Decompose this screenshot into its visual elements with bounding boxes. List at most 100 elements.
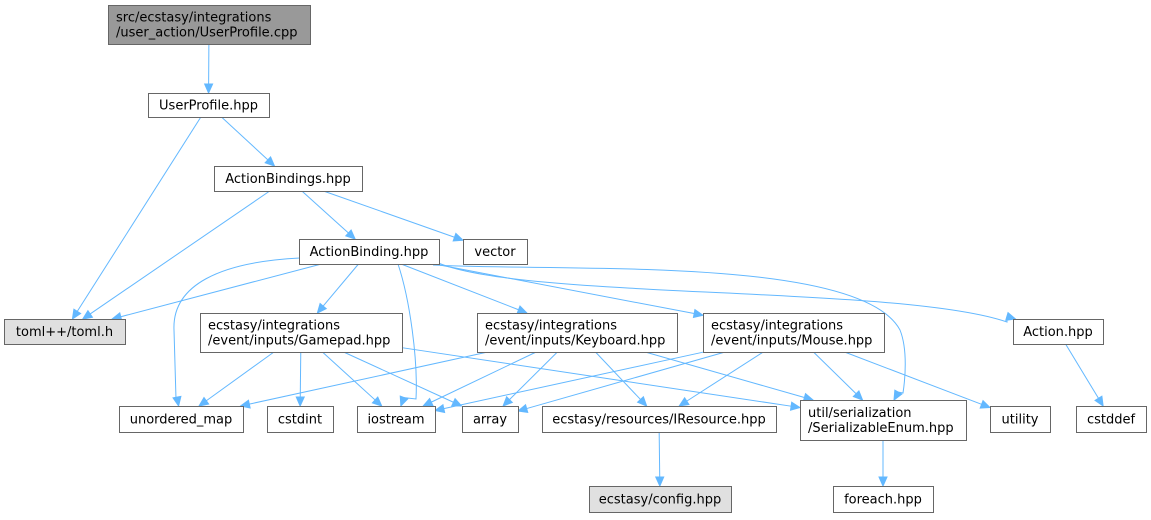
edge-mouse-to-array [516, 351, 726, 414]
edge-mouse-to-utility [844, 351, 992, 409]
node-userprofile[interactable]: UserProfile.hpp [148, 93, 270, 118]
edge-actionbinding-to-serializable [432, 264, 906, 402]
edge-arrowhead [71, 308, 82, 321]
node-label-line: cstddef [1087, 413, 1136, 428]
node-vector[interactable]: vector [463, 239, 528, 265]
node-label-line: foreach.hpp [844, 493, 922, 508]
node-toml[interactable]: toml++/toml.h [4, 319, 126, 345]
node-box[interactable] [833, 486, 934, 513]
edge-line [173, 257, 301, 400]
node-box[interactable] [1076, 406, 1147, 433]
node-iostream[interactable]: iostream [357, 406, 436, 433]
edge-line [249, 351, 488, 405]
edge-gamepad-to-cstdint [295, 351, 306, 408]
node-box[interactable] [462, 406, 519, 433]
edge-iresource-to-config [654, 431, 665, 488]
node-box[interactable] [357, 406, 436, 433]
edge-mouse-to-iresource [678, 351, 764, 407]
node-box[interactable] [542, 406, 777, 433]
node-array[interactable]: array [462, 406, 519, 433]
node-label-line: /event/inputs/Keyboard.hpp [485, 334, 665, 349]
edge-actionbinding-to-action [435, 261, 1017, 323]
node-box[interactable] [589, 486, 732, 513]
node-box[interactable] [108, 5, 311, 45]
edge-line [432, 264, 906, 394]
edge-arrowhead [516, 403, 529, 414]
edge-arrowhead [399, 395, 409, 408]
edge-action-to-cstddef [1065, 343, 1104, 408]
node-box[interactable] [463, 239, 528, 265]
edge-arrowhead [1094, 395, 1104, 408]
edge-arrowhead [1005, 311, 1017, 321]
nodes-layer: src/ecstasy/integrations/user_action/Use… [4, 5, 1147, 513]
edge-line [443, 351, 704, 410]
node-label-line: ecstasy/resources/IResource.hpp [552, 413, 766, 428]
edge-gamepad-to-unordered_map [198, 351, 275, 407]
node-box[interactable] [703, 313, 885, 353]
node-box[interactable] [4, 319, 126, 345]
node-iresource[interactable]: ecstasy/resources/IResource.hpp [542, 406, 777, 433]
node-box[interactable] [119, 406, 244, 433]
edge-arrowhead [654, 476, 665, 488]
edge-actionbinding-to-toml [110, 263, 322, 322]
edge-line [645, 351, 805, 399]
edge-line [397, 263, 417, 400]
node-box[interactable] [1013, 319, 1104, 345]
edge-line [301, 190, 349, 234]
node-serializable[interactable]: util/serialization/SerializableEnum.hpp [800, 400, 967, 441]
node-box[interactable] [299, 239, 440, 265]
node-foreach[interactable]: foreach.hpp [833, 486, 934, 513]
edge-userprofile-to-toml [71, 116, 202, 321]
edge-arrowhead [789, 401, 802, 411]
node-gamepad[interactable]: ecstasy/integrations/event/inputs/Gamepa… [200, 313, 403, 353]
node-root[interactable]: src/ecstasy/integrations/user_action/Use… [108, 5, 311, 45]
node-box[interactable] [200, 313, 403, 353]
node-box[interactable] [477, 313, 678, 353]
node-actionbindings[interactable]: ActionBindings.hpp [214, 166, 363, 192]
edge-arrowhead [422, 397, 434, 407]
node-mouse[interactable]: ecstasy/integrations/event/inputs/Mouse.… [703, 313, 885, 353]
edge-actionbindings-to-vector [323, 190, 465, 242]
node-utility[interactable]: utility [990, 406, 1051, 433]
node-keyboard[interactable]: ecstasy/integrations/event/inputs/Keyboa… [477, 313, 678, 353]
node-box[interactable] [148, 93, 270, 118]
edge-userprofile-to-actionbindings [221, 116, 276, 167]
node-box[interactable] [990, 406, 1051, 433]
edge-serializable-to-foreach [878, 440, 888, 488]
edge-gamepad-to-iostream [322, 351, 383, 407]
edge-line [526, 351, 726, 410]
edge-arrowhead [203, 83, 214, 95]
node-label-line: ecstasy/integrations [208, 319, 340, 334]
node-box[interactable] [214, 166, 363, 192]
node-cstdint[interactable]: cstdint [267, 406, 334, 433]
edge-arrowhead [198, 396, 210, 407]
edge-arrowhead [502, 395, 514, 407]
node-cstddef[interactable]: cstddef [1076, 406, 1147, 433]
node-config[interactable]: ecstasy/config.hpp [589, 486, 732, 513]
edge-arrowhead [636, 395, 648, 407]
node-box[interactable] [800, 400, 967, 441]
edge-arrowhead [433, 403, 446, 414]
node-label-line: /user_action/UserProfile.cpp [116, 26, 297, 41]
edge-line [509, 351, 558, 401]
edge-actionbindings-to-toml [81, 190, 271, 320]
edge-arrowhead [316, 302, 328, 314]
node-label-line: /event/inputs/Gamepad.hpp [208, 334, 390, 349]
edge-line [401, 347, 792, 407]
edge-line [343, 351, 454, 403]
node-label-line: unordered_map [130, 413, 233, 428]
edge-actionbindings-to-actionbinding [301, 190, 357, 240]
edge-line [435, 261, 1008, 323]
edge-arrowhead [264, 156, 276, 167]
node-action[interactable]: Action.hpp [1013, 319, 1104, 345]
edge-line [813, 351, 857, 395]
node-box[interactable] [267, 406, 334, 433]
edge-line [221, 116, 269, 161]
edge-actionbinding-to-unordered_map [172, 257, 301, 408]
node-unordered_map[interactable]: unordered_map [119, 406, 244, 433]
edge-line [299, 351, 302, 398]
node-actionbinding[interactable]: ActionBinding.hpp [299, 239, 440, 265]
edge-arrowhead [452, 232, 465, 242]
edge-keyboard-to-iresource [595, 351, 648, 407]
